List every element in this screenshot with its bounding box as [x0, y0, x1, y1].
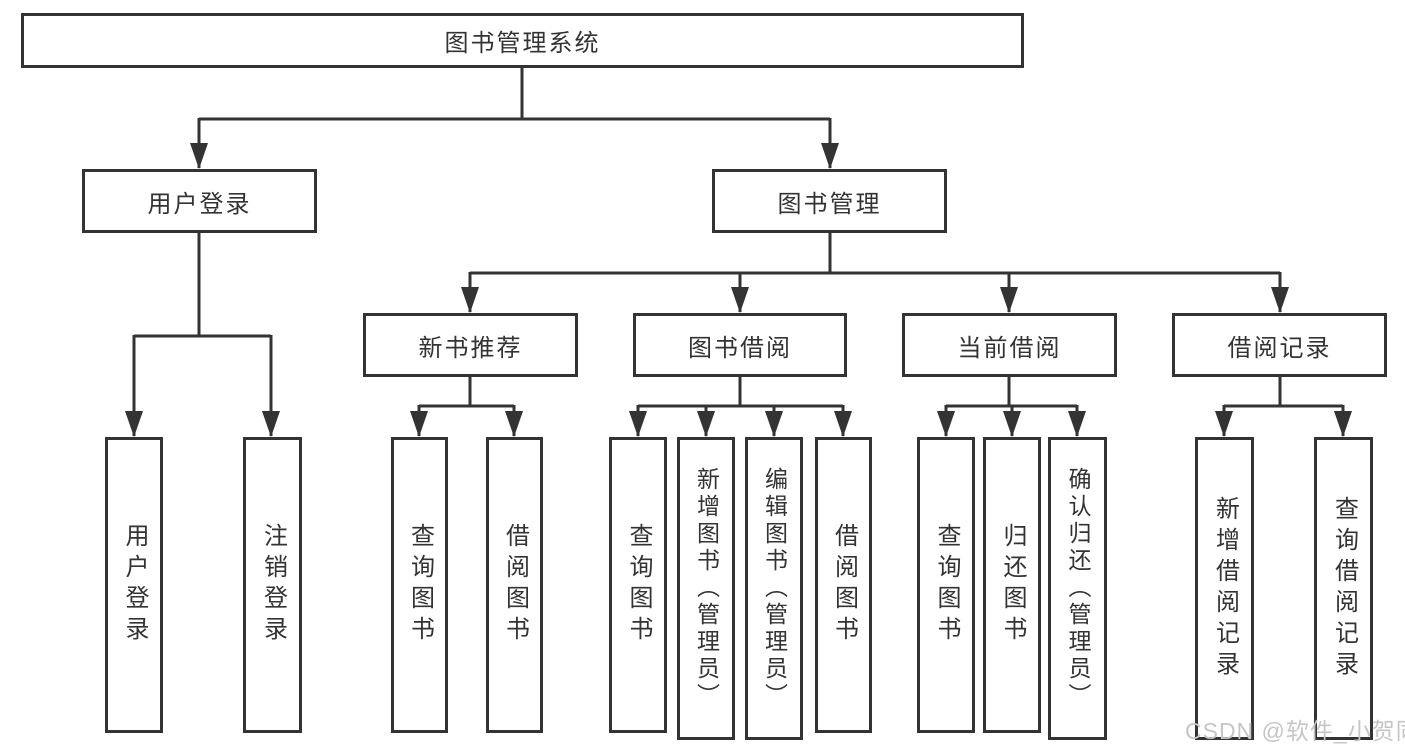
node-leaf-br-add-record-label: 新增借阅记录	[1211, 495, 1239, 682]
node-leaf-user-login: 用户登录	[105, 437, 163, 733]
node-leaf-bb-edit-books-admin-label: 编辑图书（管理员）	[761, 467, 788, 710]
node-branch-user-login: 用户登录	[82, 169, 317, 233]
node-system-root-label: 图书管理系统	[444, 30, 601, 57]
node-section-book-borrow: 图书借阅	[633, 313, 847, 377]
node-leaf-nbr-borrow-books-label: 借阅图书	[501, 523, 529, 647]
node-leaf-cb-return-books-label: 归还图书	[999, 523, 1026, 647]
node-branch-book-management-label: 图书管理	[777, 190, 882, 218]
node-leaf-cb-confirm-return-admin-label: 确认归还（管理员）	[1065, 467, 1091, 710]
node-leaf-br-query-record: 查询借阅记录	[1314, 437, 1373, 740]
node-leaf-cb-query-books: 查询图书	[917, 437, 975, 733]
node-leaf-bb-borrow-books: 借阅图书	[815, 437, 872, 733]
node-leaf-bb-query-books: 查询图书	[609, 437, 667, 733]
node-section-book-borrow-label: 图书借阅	[688, 334, 792, 362]
node-leaf-bb-borrow-books-label: 借阅图书	[830, 523, 858, 647]
node-leaf-cb-query-books-label: 查询图书	[933, 523, 960, 647]
node-branch-book-management: 图书管理	[712, 169, 947, 233]
node-leaf-br-add-record: 新增借阅记录	[1195, 437, 1254, 740]
node-leaf-bb-add-books-admin: 新增图书（管理员）	[677, 437, 735, 740]
node-leaf-bb-query-books-label: 查询图书	[625, 523, 652, 647]
node-leaf-cb-return-books: 归还图书	[983, 437, 1041, 733]
node-leaf-nbr-query-books-label: 查询图书	[406, 523, 434, 647]
node-leaf-bb-add-books-admin-label: 新增图书（管理员）	[693, 467, 720, 710]
node-section-borrow-records-label: 借阅记录	[1227, 334, 1332, 362]
node-section-borrow-records: 借阅记录	[1172, 313, 1387, 377]
watermark: CSDN @软件_小贺同学	[1185, 718, 1405, 744]
node-leaf-cb-confirm-return-admin: 确认归还（管理员）	[1048, 437, 1107, 740]
node-leaf-nbr-borrow-books: 借阅图书	[486, 437, 543, 733]
node-leaf-logout: 注销登录	[243, 437, 302, 733]
connector-line-group	[132, 68, 1345, 436]
node-branch-user-login-label: 用户登录	[147, 190, 252, 218]
node-section-new-book-recommend-label: 新书推荐	[418, 334, 523, 362]
node-leaf-bb-edit-books-admin: 编辑图书（管理员）	[745, 437, 803, 740]
node-leaf-user-login-label: 用户登录	[121, 523, 148, 647]
node-leaf-logout-label: 注销登录	[259, 523, 287, 647]
node-section-current-borrow: 当前借阅	[902, 313, 1117, 377]
node-leaf-nbr-query-books: 查询图书	[391, 437, 448, 733]
node-section-current-borrow-label: 当前借阅	[957, 334, 1062, 362]
node-system-root: 图书管理系统	[21, 13, 1024, 68]
node-leaf-br-query-record-label: 查询借阅记录	[1330, 495, 1358, 682]
node-section-new-book-recommend: 新书推荐	[363, 313, 578, 377]
